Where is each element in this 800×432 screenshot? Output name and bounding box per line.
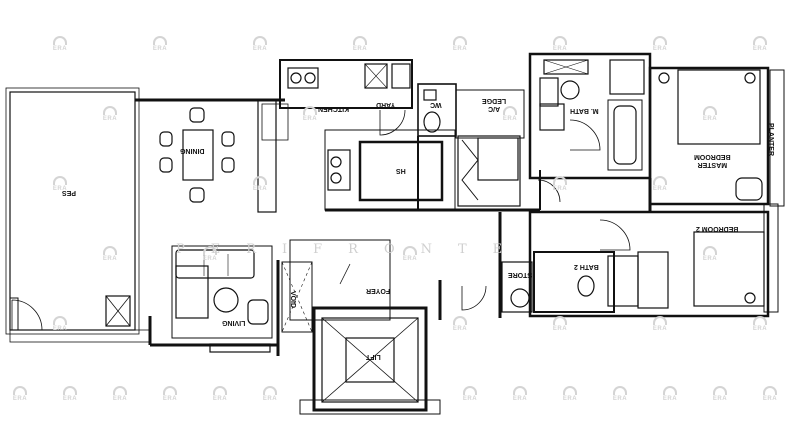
label-wc: WC	[430, 101, 442, 108]
watermark-logo: ERA	[548, 176, 572, 192]
label-dining: DINING	[180, 147, 205, 154]
label-bedroom-2: BEDROOM 2	[696, 225, 739, 232]
label-store: STORE	[508, 271, 532, 278]
watermark-logo: ERA	[648, 176, 672, 192]
label-foyer: FOYER	[366, 287, 391, 294]
watermark-logo: ERA	[158, 386, 182, 402]
label-master-bedroom: MASTER BEDROOM	[694, 153, 731, 168]
watermark-logo: ERA	[548, 316, 572, 332]
watermark-logo: ERA	[198, 246, 222, 262]
label-pes: PES	[62, 189, 77, 196]
watermark-logo: ERA	[748, 36, 772, 52]
label-kitchen: KITCHEN	[318, 105, 350, 112]
household-shelter	[358, 140, 444, 202]
watermark-logo: ERA	[648, 36, 672, 52]
watermark-logo: ERA	[258, 386, 282, 402]
watermark-logo: ERA	[8, 386, 32, 402]
watermark-logo: ERA	[648, 316, 672, 332]
watermark-logo: ERA	[608, 386, 632, 402]
watermark-logo: ERA	[708, 386, 732, 402]
lift	[312, 306, 428, 412]
watermark-logo: ERA	[448, 316, 472, 332]
watermark-logo: ERA	[48, 176, 72, 192]
watermark-logo: ERA	[208, 386, 232, 402]
watermark-logo: ERA	[298, 106, 322, 122]
master-bedroom	[648, 66, 770, 206]
watermark-logo: ERA	[448, 36, 472, 52]
watermark-logo: ERA	[508, 386, 532, 402]
watermark-logo: ERA	[698, 246, 722, 262]
label-bath-2: BATH 2	[574, 263, 599, 270]
watermark-logo: ERA	[248, 36, 272, 52]
label-lift: LIFT	[366, 353, 381, 360]
label-master-bath: M. BATH	[570, 107, 599, 114]
watermark-logo: ERA	[58, 386, 82, 402]
watermark-logo: ERA	[698, 106, 722, 122]
watermark-logo: ERA	[48, 316, 72, 332]
label-yard: YARD	[376, 101, 396, 108]
watermark-logo: ERA	[458, 386, 482, 402]
watermark-logo: ERA	[498, 106, 522, 122]
watermark-logo: ERA	[548, 36, 572, 52]
watermark-logo: ERA	[248, 176, 272, 192]
watermark-logo: ERA	[758, 386, 782, 402]
watermark-ghost-text: PERIFRONTE	[176, 242, 529, 257]
label-hs: HS	[396, 167, 406, 174]
label-void: VOID	[289, 290, 297, 309]
watermark-logo: ERA	[108, 386, 132, 402]
living	[171, 245, 273, 339]
label-living: LIVING	[222, 319, 246, 326]
watermark-logo: ERA	[658, 386, 682, 402]
label-planter: PLANTER	[767, 122, 775, 157]
watermark-logo: ERA	[48, 36, 72, 52]
watermark-logo: ERA	[148, 36, 172, 52]
kitchen	[279, 59, 413, 109]
watermark-logo: ERA	[348, 36, 372, 52]
watermark-logo: ERA	[748, 316, 772, 332]
watermark-logo: ERA	[398, 246, 422, 262]
void	[281, 261, 313, 333]
bath-2	[533, 251, 615, 313]
label-ac-ledge: A/C LEDGE	[482, 97, 507, 112]
watermark-logo: ERA	[558, 386, 582, 402]
watermark-logo: ERA	[98, 246, 122, 262]
dining-table	[182, 129, 214, 181]
pes-area	[9, 91, 136, 331]
watermark-logo: ERA	[98, 106, 122, 122]
